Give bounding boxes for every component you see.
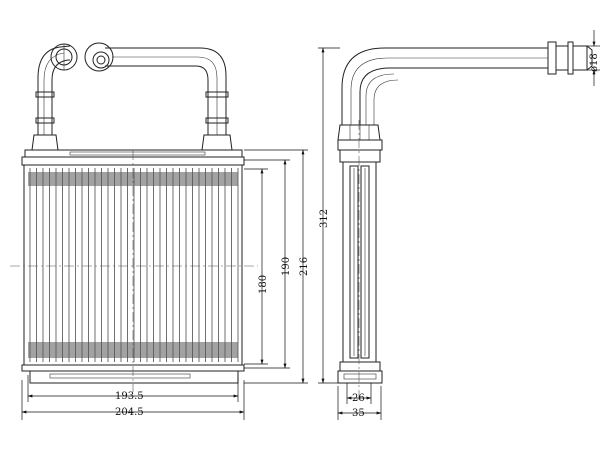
dim-label-193-5: 193.5 <box>115 391 144 402</box>
dim-height-core: 180 <box>244 168 269 365</box>
front-view: 193.5 204.5 180 190 216 <box>10 42 310 420</box>
dim-label-190: 190 <box>281 257 292 276</box>
dim-label-216: 216 <box>299 257 310 276</box>
dim-width-outer: 204.5 <box>21 380 245 420</box>
front-pipes <box>31 42 233 151</box>
dim-depth-total: 35 <box>337 386 382 420</box>
dim-height-total: 216 <box>244 149 310 384</box>
dim-pipe-diameter: ø18 <box>587 30 600 86</box>
dim-width-inner: 193.5 <box>27 375 239 402</box>
dim-label-d18: ø18 <box>589 53 600 72</box>
dim-height-overall: 312 <box>318 47 340 384</box>
dim-depth-core: 26 <box>346 383 372 404</box>
pipe-bend-icon <box>341 41 593 125</box>
side-core <box>342 161 377 363</box>
dim-height-mid: 190 <box>244 159 292 369</box>
dim-label-180: 180 <box>258 275 269 294</box>
side-view: 312 ø18 26 35 <box>318 30 600 420</box>
outlet-port-icon <box>84 42 114 72</box>
dim-label-312: 312 <box>319 209 330 228</box>
dim-label-35: 35 <box>352 408 365 419</box>
dim-label-204-5: 204.5 <box>115 407 144 418</box>
tube-fins-icon <box>29 168 239 362</box>
dim-label-26: 26 <box>352 393 365 404</box>
inlet-port-icon <box>50 43 78 71</box>
